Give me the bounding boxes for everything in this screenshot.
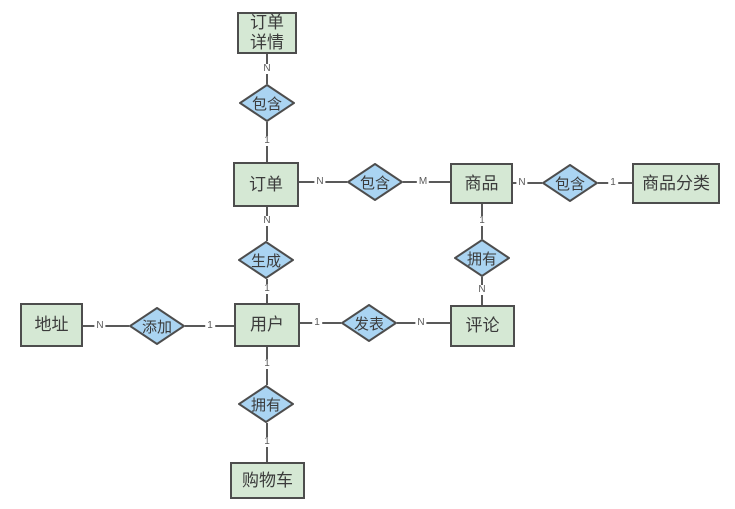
entity-label: 商品 bbox=[464, 173, 499, 193]
diamond-shape-icon bbox=[238, 241, 294, 279]
cardinality-label: N bbox=[94, 320, 106, 331]
diamond-shape-icon bbox=[238, 385, 294, 423]
relationship-category-contains[interactable]: 包含 bbox=[542, 164, 598, 202]
diamond-shape-icon bbox=[454, 239, 510, 277]
relationship-cart-own[interactable]: 拥有 bbox=[238, 385, 294, 423]
diamond-shape-icon bbox=[239, 84, 295, 122]
diamond-shape-icon bbox=[341, 304, 397, 342]
relationship-publish[interactable]: 发表 bbox=[341, 304, 397, 342]
diamond-shape-icon bbox=[542, 164, 598, 202]
cardinality-label: 1 bbox=[262, 283, 272, 294]
cardinality-label: N bbox=[261, 63, 273, 74]
relationship-label: 拥有 bbox=[250, 396, 281, 414]
cardinality-label: N bbox=[516, 177, 528, 188]
cardinality-label: 1 bbox=[312, 317, 322, 328]
entity-comment[interactable]: 评论 bbox=[450, 305, 515, 347]
entity-label: 订单 详情 bbox=[250, 13, 284, 52]
entity-label: 用户 bbox=[250, 315, 284, 335]
relationship-add[interactable]: 添加 bbox=[129, 307, 185, 345]
entity-label: 地址 bbox=[34, 315, 69, 335]
cardinality-label: N bbox=[261, 215, 273, 226]
relationship-generate[interactable]: 生成 bbox=[238, 241, 294, 279]
entity-label: 商品分类 bbox=[642, 173, 710, 193]
relationship-label: 包含 bbox=[251, 95, 282, 113]
entity-order[interactable]: 订单 bbox=[233, 162, 299, 207]
relationship-label: 发表 bbox=[353, 315, 384, 333]
cardinality-label: N bbox=[415, 317, 427, 328]
relationship-label: 包含 bbox=[554, 175, 585, 193]
relationship-product-own[interactable]: 拥有 bbox=[454, 239, 510, 277]
relationship-label: 包含 bbox=[359, 174, 390, 192]
entity-order-detail[interactable]: 订单 详情 bbox=[237, 12, 297, 54]
relationship-order-contains[interactable]: 包含 bbox=[347, 163, 403, 201]
cardinality-label: 1 bbox=[262, 135, 272, 146]
entity-user[interactable]: 用户 bbox=[234, 303, 300, 347]
entity-cart[interactable]: 购物车 bbox=[230, 462, 305, 499]
relationship-detail-contains[interactable]: 包含 bbox=[239, 84, 295, 122]
cardinality-label: N bbox=[476, 284, 488, 295]
relationship-label: 拥有 bbox=[466, 250, 497, 268]
cardinality-label: 1 bbox=[608, 177, 618, 188]
diamond-shape-icon bbox=[347, 163, 403, 201]
connector-line bbox=[83, 325, 129, 327]
entity-product-category[interactable]: 商品分类 bbox=[632, 163, 720, 204]
cardinality-label: 1 bbox=[477, 215, 487, 226]
cardinality-label: N bbox=[314, 176, 326, 187]
entity-label: 评论 bbox=[465, 316, 500, 336]
diamond-shape-icon bbox=[129, 307, 185, 345]
entity-label: 订单 bbox=[249, 174, 283, 194]
cardinality-label: M bbox=[416, 176, 430, 187]
entity-product[interactable]: 商品 bbox=[450, 163, 513, 204]
relationship-label: 添加 bbox=[141, 318, 172, 336]
entity-label: 购物车 bbox=[242, 470, 293, 490]
cardinality-label: 1 bbox=[262, 436, 272, 447]
cardinality-label: 1 bbox=[205, 320, 215, 331]
cardinality-label: 1 bbox=[262, 358, 272, 369]
entity-address[interactable]: 地址 bbox=[20, 303, 83, 347]
relationship-label: 生成 bbox=[250, 252, 281, 270]
